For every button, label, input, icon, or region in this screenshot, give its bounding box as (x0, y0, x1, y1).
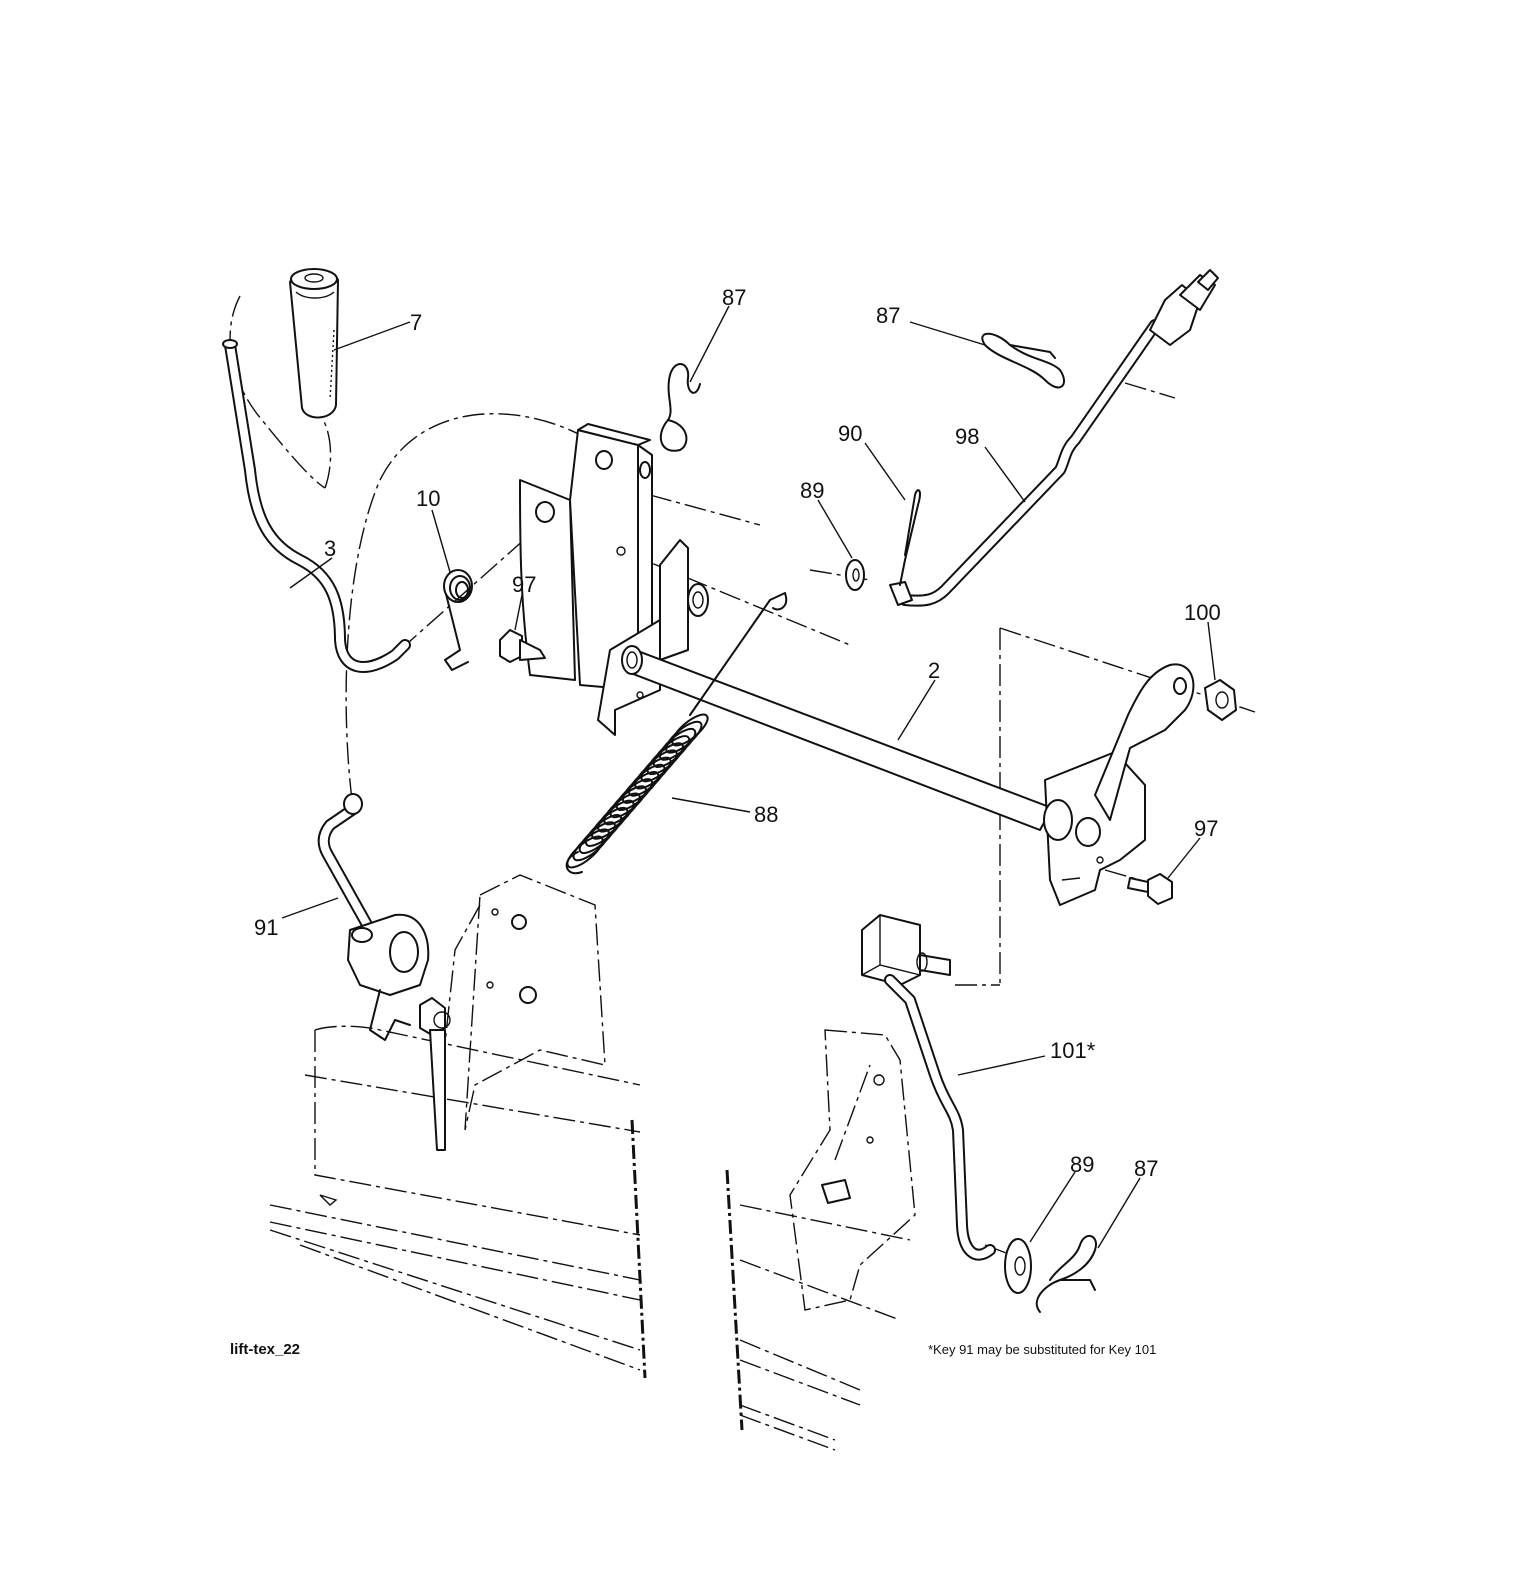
callout-98: 98 (955, 424, 979, 449)
callout-87: 87 (876, 303, 900, 328)
leader-lines (281, 305, 1216, 1249)
adjustment-rod (889, 269, 1219, 607)
callout-labels: 7 87 87 90 98 89 10 3 97 100 2 88 97 91 … (254, 285, 1221, 1181)
callout-87: 87 (722, 285, 746, 310)
hairpin-clip-a (659, 363, 701, 452)
callout-3: 3 (324, 536, 336, 561)
pivot-sub-bracket (597, 539, 709, 736)
callout-97: 97 (512, 572, 536, 597)
hairpin-clip-c (1035, 1235, 1097, 1313)
right-lift-arm (1043, 663, 1195, 906)
lift-link-101 (861, 914, 996, 1261)
main-shaft (621, 645, 1053, 831)
left-deck-bracket (439, 874, 606, 1131)
cotter-clip (899, 489, 921, 586)
hairpin-clip-b (981, 332, 1065, 389)
extension-spring (565, 592, 788, 875)
spring-coil (566, 835, 604, 869)
handle-grip (289, 268, 339, 419)
figure-id: lift-tex_22 (230, 1341, 300, 1358)
callout-89: 89 (800, 478, 824, 503)
bracket-hole (519, 986, 537, 1004)
callout-91: 91 (254, 915, 278, 940)
callout-2: 2 (928, 658, 940, 683)
washer-upper (845, 559, 865, 591)
lift-link-91 (317, 793, 451, 1151)
lift-handle-rod (222, 339, 411, 673)
torsion-spring (443, 569, 473, 671)
callout-10: 10 (416, 486, 440, 511)
bracket-hole (511, 914, 527, 930)
bolt-right (1127, 873, 1173, 905)
pivot-bracket (519, 423, 653, 691)
right-frame-outline (725, 1169, 911, 1451)
callout-7: 7 (410, 310, 422, 335)
callout-101: 101* (1050, 1038, 1096, 1063)
callout-88: 88 (754, 802, 778, 827)
callout-87: 87 (1134, 1156, 1158, 1181)
right-deck-bracket (789, 1029, 916, 1311)
callout-90: 90 (838, 421, 862, 446)
bracket-pin (821, 1179, 851, 1204)
washer-lower (1004, 1238, 1032, 1294)
callout-100: 100 (1184, 600, 1221, 625)
footnote: *Key 91 may be substituted for Key 101 (928, 1342, 1156, 1357)
hex-nut (1204, 679, 1237, 721)
bolt-left (499, 629, 546, 663)
callout-89: 89 (1070, 1152, 1094, 1177)
left-frame-outline (269, 1025, 647, 1379)
callout-97: 97 (1194, 816, 1218, 841)
